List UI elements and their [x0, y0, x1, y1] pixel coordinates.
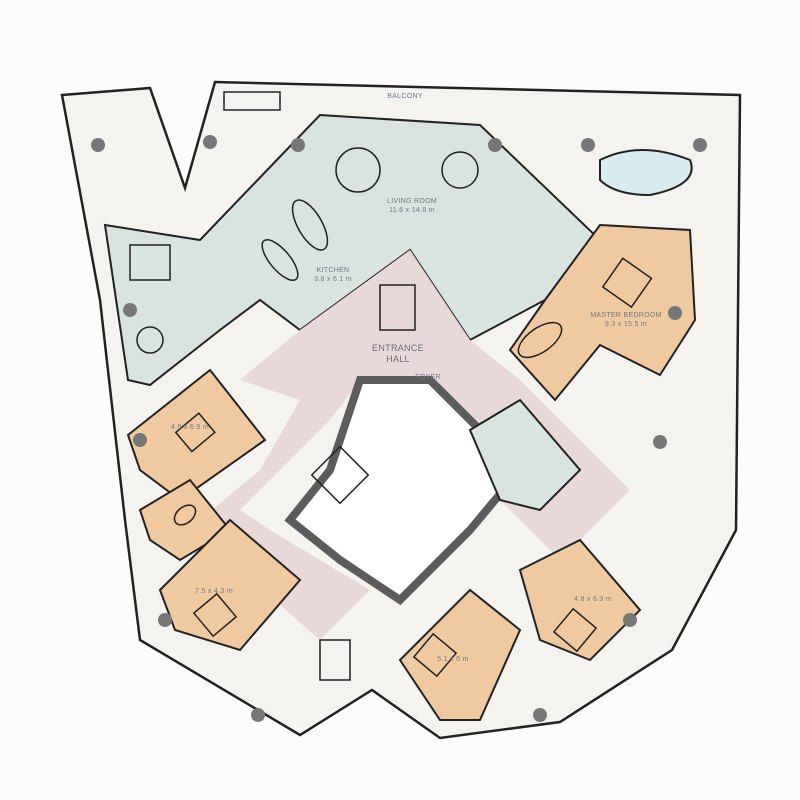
entrance-hall-line2: HALL [386, 354, 410, 364]
master-bedroom-size: 9.3 x 15.5 m [604, 321, 648, 328]
entrance-hall-label: ENTRANCE HALL [372, 343, 424, 365]
pool [599, 149, 693, 197]
foyer-label: FOYER [415, 374, 441, 381]
bedroom-c-size: 5.1 x 6 m [437, 656, 469, 663]
columns [91, 135, 707, 722]
bedroom-b-size: 7.5 x 4.3 m [195, 588, 233, 595]
kitchen-label: KITCHEN 3.8 x 6.1 m [314, 266, 352, 284]
entrance-hall-line1: ENTRANCE [372, 343, 424, 353]
kitchen-size: 3.8 x 6.1 m [314, 276, 352, 283]
lift-lobby [468, 398, 582, 512]
stair-core [284, 376, 526, 606]
bedroom-c [398, 588, 522, 721]
bedroom-a-size: 4.9 x 6.9 m [171, 424, 209, 431]
entrance-hall [200, 250, 630, 640]
master-bedroom [508, 223, 697, 402]
bedroom-a [126, 368, 267, 502]
master-bedroom-label: MASTER BEDROOM 9.3 x 15.5 m [590, 311, 661, 329]
balcony-label: BALCONY [387, 93, 423, 100]
bedroom-b [158, 518, 302, 652]
kitchen-name: KITCHEN [316, 267, 350, 274]
living-room-size: 11.6 x 14.8 m [389, 207, 435, 214]
living-room-label: LIVING ROOM 11.6 x 14.8 m [387, 197, 437, 215]
bedroom-d [518, 538, 642, 662]
living-room-name: LIVING ROOM [387, 198, 437, 205]
furniture [129, 91, 653, 681]
bedroom-d-size: 4.8 x 6.3 m [574, 596, 612, 603]
master-bedroom-name: MASTER BEDROOM [590, 312, 662, 319]
